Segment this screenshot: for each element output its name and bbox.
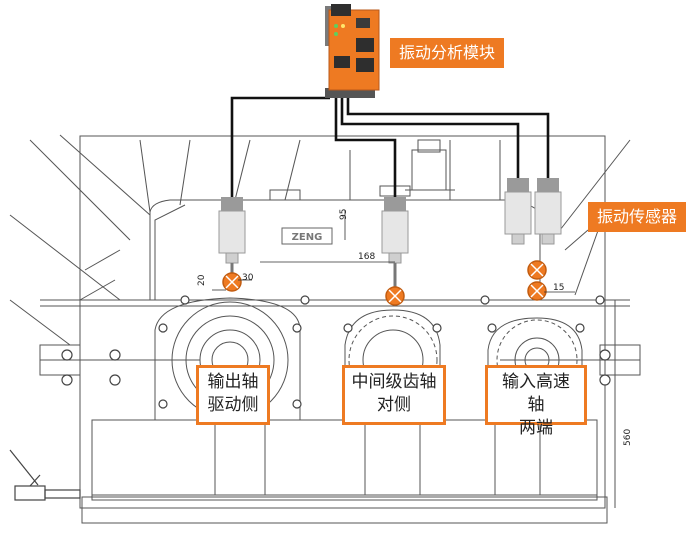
sensor-input-a (504, 178, 532, 245)
intermediate-shaft-label-line1: 中间级齿轴 (351, 372, 437, 392)
dim-30: 30 (242, 273, 254, 283)
marker-intermediate (385, 286, 405, 306)
housing-outline (9, 134, 641, 524)
sensor-input-b (534, 178, 562, 245)
output-shaft-label-line1: 输出轴 (207, 372, 259, 392)
dim-560: 560 (623, 429, 633, 446)
analysis-module-callout-text: 振动分析模块 (399, 43, 496, 62)
dim-15: 15 (553, 283, 564, 293)
drain-valve (9, 449, 81, 501)
marker-input-upper (527, 260, 547, 280)
dim-168: 168 (358, 252, 375, 262)
input-shaft-label-line2: 两端 (519, 418, 553, 438)
dim-95: 95 (339, 209, 349, 220)
brand-mark-plate (281, 227, 333, 245)
input-shaft-label-line1: 输入高速轴 (502, 372, 570, 415)
input-shaft-label: 输入高速轴 两端 (485, 365, 587, 438)
sensor-callout-leader (564, 229, 589, 251)
intermediate-shaft-label-line2: 对侧 (377, 395, 411, 415)
sensor-callout: 振动传感器 (588, 202, 687, 232)
sensor-cables (230, 96, 550, 197)
intermediate-shaft-label: 中间级齿轴 对侧 (342, 365, 446, 425)
output-shaft-label: 输出轴 驱动侧 (196, 365, 270, 425)
sensor-intermediate (381, 197, 409, 288)
sensor-output (218, 197, 246, 275)
analysis-module-callout: 振动分析模块 (390, 38, 505, 68)
output-shaft-label-line2: 驱动侧 (207, 395, 259, 415)
dimension-lines (212, 210, 575, 293)
sensor-callout-text: 振动传感器 (597, 207, 678, 226)
marker-output (222, 272, 242, 292)
marker-input-lower (527, 281, 547, 301)
analysis-module (325, 4, 380, 98)
dim-20: 20 (197, 274, 207, 286)
brand-mark: ZENG (292, 232, 323, 243)
